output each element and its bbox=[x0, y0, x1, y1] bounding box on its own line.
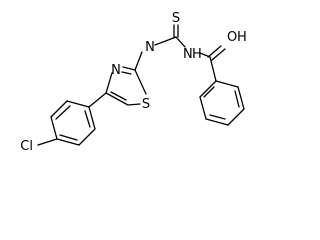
bond-chlorophenyl-3 bbox=[50, 116, 58, 140]
bond-chlorophenyl-inner-1 bbox=[55, 105, 71, 120]
atom-label-oh-h: H bbox=[237, 30, 247, 45]
bond-thiazole-c2-n-double bbox=[121, 71, 132, 75]
chemical-structure: S O H N N H N S Cl bbox=[20, 11, 247, 154]
atom-label-ring-s: S bbox=[142, 97, 150, 112]
bond-chlorophenyl-6 bbox=[88, 106, 96, 130]
bond-thiazole-s-c2 bbox=[134, 69, 147, 95]
bond-carbonyl-c-o-2 bbox=[211, 48, 226, 61]
bond-thiazole-c5-s bbox=[127, 103, 141, 106]
bond-benzene-1 bbox=[199, 80, 217, 98]
atom-label-amide-h: H bbox=[192, 47, 202, 62]
bond-thiazole-c4-c5 bbox=[105, 92, 129, 106]
bond-thiazole-chlorophenyl bbox=[88, 92, 107, 108]
bond-benzene-inner-2 bbox=[209, 114, 226, 120]
bond-c2-imine-n bbox=[134, 51, 143, 71]
bond-thiazole-c2-n bbox=[122, 66, 136, 71]
bond-imine-n-thione-c bbox=[154, 36, 177, 46]
bond-chlorophenyl-cl bbox=[37, 138, 58, 146]
bond-thiazole-n-c4 bbox=[105, 72, 113, 94]
bond-benzene-inner-1 bbox=[203, 86, 215, 98]
atom-label-thione-s: S bbox=[172, 11, 180, 26]
bond-benzene-2 bbox=[199, 96, 207, 120]
bond-thiazole-c4-c5-double bbox=[110, 91, 127, 101]
atom-label-chloro: Cl bbox=[20, 139, 33, 154]
atom-label-imine-n: N bbox=[145, 40, 155, 55]
bond-chlorophenyl-5 bbox=[78, 128, 96, 146]
atom-label-amide-n: N bbox=[183, 47, 193, 62]
bond-benzene-inner-3 bbox=[234, 90, 240, 108]
bond-carbonyl-c-phenyl bbox=[209, 56, 217, 82]
bond-chlorophenyl-1 bbox=[66, 100, 90, 108]
bond-benzene-6 bbox=[215, 80, 239, 88]
bond-benzene-3 bbox=[205, 118, 229, 126]
bond-thione-c-nh bbox=[175, 36, 186, 48]
bond-chlorophenyl-inner-3 bbox=[84, 110, 91, 128]
bond-chlorophenyl-inner-2 bbox=[59, 134, 78, 141]
bond-carbonyl-c-o-1 bbox=[207, 45, 222, 58]
bond-benzene-5 bbox=[237, 86, 245, 110]
bond-chlorophenyl-2 bbox=[50, 100, 68, 118]
atom-label-oh-o: O bbox=[227, 30, 237, 45]
bond-chlorophenyl-4 bbox=[56, 138, 80, 146]
bond-benzene-4 bbox=[227, 108, 245, 126]
atom-label-ring-n: N bbox=[111, 63, 121, 78]
